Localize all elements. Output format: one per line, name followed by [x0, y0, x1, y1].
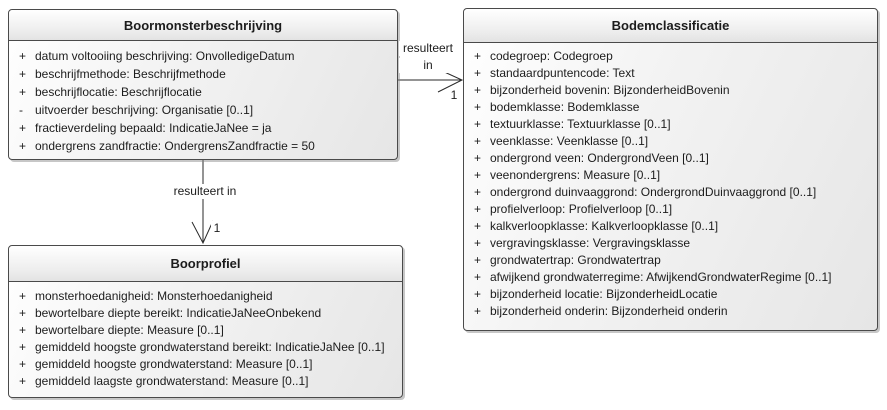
attribute-text: kalkverloopklasse: Kalkverloopklasse [0.… [490, 219, 719, 233]
visibility-marker: - [19, 103, 23, 117]
open-arrowhead-icon [191, 220, 214, 245]
attribute-row: + bijzonderheid locatie: BijzonderheidLo… [464, 286, 877, 303]
multiplicity-label: 1 [211, 221, 223, 236]
visibility-marker: + [19, 357, 27, 371]
attribute-row: + textuurklasse: Textuurklasse [0..1] [464, 116, 877, 133]
attribute-row: + veenklasse: Veenklasse [0..1] [464, 133, 877, 150]
attribute-row: + beschrijflocatie: Beschrijflocatie [9, 83, 397, 101]
attribute-row: + ondergrond duinvaaggrond: OndergrondDu… [464, 184, 877, 201]
attribute-text: monsterhoedanigheid: Monsterhoedanigheid [35, 289, 273, 303]
attribute-text: bijzonderheid locatie: BijzonderheidLoca… [490, 287, 718, 301]
attribute-text: bodemklasse: Bodemklasse [490, 100, 640, 114]
attribute-row: + bijzonderheid onderin: Bijzonderheid o… [464, 303, 877, 320]
connector-label-resulteert: resulteert [399, 41, 457, 56]
attribute-text: fractieverdeling bepaald: IndicatieJaNee… [35, 121, 272, 135]
attribute-row: + bewortelbare diepte: Measure [0..1] [9, 322, 402, 339]
attribute-text: ondergrond veen: OndergrondVeen [0..1] [490, 151, 709, 165]
attribute-text: standaardpuntencode: Text [490, 66, 635, 80]
attribute-text: ondergrens zandfractie: OndergrensZandfr… [35, 139, 315, 153]
visibility-marker: + [474, 185, 482, 199]
multiplicity-label: 1 [448, 88, 460, 103]
connector-label-resulteert-in: resulteert in [167, 184, 243, 199]
attribute-text: afwijkend grondwaterregime: AfwijkendGro… [490, 270, 832, 284]
attribute-text: ondergrond duinvaaggrond: OndergrondDuin… [490, 185, 817, 199]
visibility-marker: + [19, 49, 27, 63]
visibility-marker: + [474, 236, 482, 250]
class-title: Boormonsterbeschrijving [9, 10, 397, 41]
attribute-row: + grondwatertrap: Grondwatertrap [464, 252, 877, 269]
class-boormonsterbeschrijving: Boormonsterbeschrijving + datum voltooii… [8, 9, 398, 160]
attribute-row: + veenondergrens: Measure [0..1] [464, 167, 877, 184]
attribute-text: profielverloop: Profielverloop [0..1] [490, 202, 673, 216]
attribute-row: + bodemklasse: Bodemklasse [464, 99, 877, 116]
visibility-marker: + [474, 219, 482, 233]
attribute-text: beschrijflocatie: Beschrijflocatie [35, 85, 202, 99]
visibility-marker: + [19, 306, 27, 320]
attribute-text: veenklasse: Veenklasse [0..1] [490, 134, 649, 148]
attribute-row: - uitvoerder beschrijving: Organisatie [… [9, 101, 397, 119]
visibility-marker: + [474, 253, 482, 267]
attribute-row: + profielverloop: Profielverloop [0..1] [464, 201, 877, 218]
attribute-text: vergravingsklasse: Vergravingsklasse [490, 236, 691, 250]
attribute-text: gemiddeld laagste grondwaterstand: Measu… [35, 374, 309, 388]
visibility-marker: + [474, 134, 482, 148]
visibility-marker: + [19, 323, 27, 337]
attribute-row: + gemiddeld hoogste grondwaterstand: Mea… [9, 356, 402, 373]
attribute-row: + monsterhoedanigheid: Monsterhoedanighe… [9, 288, 402, 305]
visibility-marker: + [474, 151, 482, 165]
class-bodemclassificatie: Bodemclassificatie + codegroep: Codegroe… [463, 8, 878, 331]
visibility-marker: + [474, 270, 482, 284]
attribute-row: + standaardpuntencode: Text [464, 65, 877, 82]
attribute-text: beschrijfmethode: Beschrijfmethode [35, 67, 226, 81]
attribute-text: codegroep: Codegroep [490, 49, 613, 63]
attribute-text: textuurklasse: Textuurklasse [0..1] [490, 117, 671, 131]
visibility-marker: + [474, 202, 482, 216]
attribute-text: bijzonderheid onderin: Bijzonderheid ond… [490, 304, 728, 318]
attribute-row: + codegroep: Codegroep [464, 48, 877, 65]
visibility-marker: + [474, 49, 482, 63]
class-title: Boorprofiel [9, 246, 402, 282]
attribute-text: gemiddeld hoogste grondwaterstand: Measu… [35, 357, 313, 371]
attribute-text: veenondergrens: Measure [0..1] [490, 168, 661, 182]
visibility-marker: + [474, 117, 482, 131]
attribute-row: + fractieverdeling bepaald: IndicatieJaN… [9, 119, 397, 137]
connector-resulteert-in-boorprofiel [191, 160, 214, 245]
visibility-marker: + [19, 67, 27, 81]
visibility-marker: + [19, 85, 27, 99]
attribute-row: + datum voltooiing beschrijving: Onvolle… [9, 47, 397, 65]
attribute-row: + bijzonderheid bovenin: BijzonderheidBo… [464, 82, 877, 99]
class-title: Bodemclassificatie [464, 9, 877, 43]
attribute-row: + gemiddeld hoogste grondwaterstand bere… [9, 339, 402, 356]
attribute-row: + gemiddeld laagste grondwaterstand: Mea… [9, 373, 402, 390]
visibility-marker: + [474, 304, 482, 318]
attribute-row: + ondergrond veen: OndergrondVeen [0..1] [464, 150, 877, 167]
visibility-marker: + [19, 121, 27, 135]
visibility-marker: + [474, 168, 482, 182]
attribute-row: + kalkverloopklasse: Kalkverloopklasse [… [464, 218, 877, 235]
visibility-marker: + [19, 289, 27, 303]
visibility-marker: + [19, 139, 27, 153]
attribute-text: uitvoerder beschrijving: Organisatie [0.… [35, 103, 254, 117]
attribute-text: gemiddeld hoogste grondwaterstand bereik… [35, 340, 385, 354]
attribute-text: datum voltooiing beschrijving: Onvolledi… [35, 49, 295, 63]
visibility-marker: + [474, 83, 482, 97]
attribute-row: + beschrijfmethode: Beschrijfmethode [9, 65, 397, 83]
attribute-row: + vergravingsklasse: Vergravingsklasse [464, 235, 877, 252]
attribute-text: grondwatertrap: Grondwatertrap [490, 253, 661, 267]
attribute-text: bewortelbare diepte: Measure [0..1] [35, 323, 224, 337]
connector-label-in: in [399, 58, 457, 73]
attribute-text: bewortelbare diepte bereikt: IndicatieJa… [35, 306, 322, 320]
attribute-row: + bewortelbare diepte bereikt: Indicatie… [9, 305, 402, 322]
visibility-marker: + [474, 66, 482, 80]
visibility-marker: + [474, 100, 482, 114]
attribute-row: + ondergrens zandfractie: OndergrensZand… [9, 137, 397, 155]
visibility-marker: + [19, 374, 27, 388]
visibility-marker: + [474, 287, 482, 301]
visibility-marker: + [19, 340, 27, 354]
attribute-row: + afwijkend grondwaterregime: AfwijkendG… [464, 269, 877, 286]
attribute-text: bijzonderheid bovenin: BijzonderheidBove… [490, 83, 730, 97]
class-boorprofiel: Boorprofiel + monsterhoedanigheid: Monst… [8, 245, 403, 398]
